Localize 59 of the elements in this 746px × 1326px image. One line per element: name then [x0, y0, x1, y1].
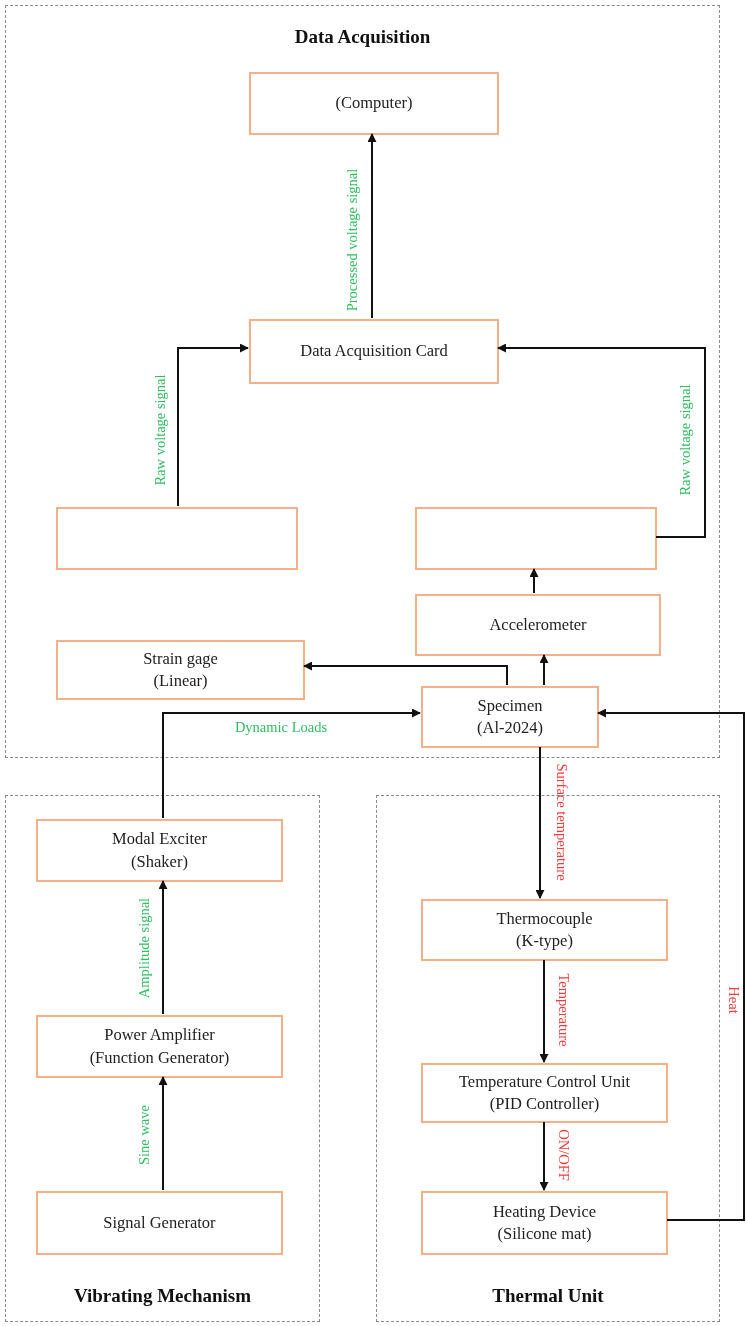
box-text: (Shaker) — [131, 850, 188, 873]
edge-label: Surface temperature — [554, 763, 570, 881]
box-text: (PID Controller) — [489, 1093, 600, 1115]
arrow — [303, 661, 508, 686]
box-text: Accelerometer — [489, 613, 587, 636]
arrow — [529, 568, 539, 594]
box-text: Data Acquisition Card — [300, 340, 448, 363]
process-box — [56, 640, 305, 700]
process-box — [249, 72, 499, 135]
edge-label: Raw voltage signal — [152, 374, 168, 486]
process-box — [36, 1015, 283, 1078]
group-heading: Thermal Unit — [491, 1285, 605, 1307]
edge-label: ON/OFF — [556, 1129, 572, 1181]
group-frame — [5, 795, 320, 1322]
box-text: (K-type) — [516, 930, 573, 952]
box-text: Specimen — [477, 694, 543, 717]
arrow — [158, 880, 168, 1015]
arrow — [162, 708, 421, 819]
edge-label: Raw voltage signal — [677, 384, 693, 496]
edge-label: Amplitude signal — [136, 897, 152, 999]
empty-box — [56, 507, 298, 570]
box-text: Heating Device — [492, 1200, 597, 1223]
box-text: Temperature Control Unit — [458, 1070, 631, 1093]
box-text: Power Amplifier — [104, 1024, 215, 1047]
empty-box — [415, 507, 657, 570]
arrow — [177, 343, 249, 507]
process-box — [421, 899, 668, 961]
box-text: Thermocouple — [496, 907, 593, 930]
group-frame — [5, 5, 720, 758]
edge-label: Processed voltage signal — [344, 168, 360, 312]
box-text: (Linear) — [153, 670, 208, 692]
arrow — [158, 1076, 168, 1191]
box-text: (Computer) — [335, 92, 413, 115]
group-heading: Data Acquisition — [293, 26, 432, 48]
box-text: (Al-2024) — [477, 717, 543, 739]
process-box — [36, 819, 283, 882]
edge-label: Dynamic Loads — [234, 719, 328, 735]
process-box — [421, 686, 599, 748]
arrow — [597, 708, 745, 1221]
process-box — [421, 1191, 668, 1255]
process-box — [249, 319, 499, 384]
box-text: Signal Generator — [103, 1211, 216, 1234]
arrow — [497, 343, 706, 538]
arrow — [539, 1121, 549, 1191]
box-text: Modal Exciter — [112, 828, 207, 851]
edge-label: Temperature — [556, 973, 572, 1047]
edge-label: Sine wave — [136, 1105, 152, 1165]
box-text: Strain gage — [143, 647, 218, 670]
arrow — [367, 133, 377, 319]
box-text: (Function Generator) — [89, 1046, 230, 1069]
process-box — [36, 1191, 283, 1255]
arrow — [535, 746, 545, 899]
arrow — [539, 654, 549, 686]
group-heading: Vibrating Mechanism — [72, 1285, 253, 1307]
process-box — [421, 1063, 668, 1123]
arrow — [539, 959, 549, 1063]
edge-label: Heat — [726, 986, 742, 1014]
process-box — [415, 594, 661, 656]
box-text: (Silicone mat) — [497, 1223, 592, 1245]
